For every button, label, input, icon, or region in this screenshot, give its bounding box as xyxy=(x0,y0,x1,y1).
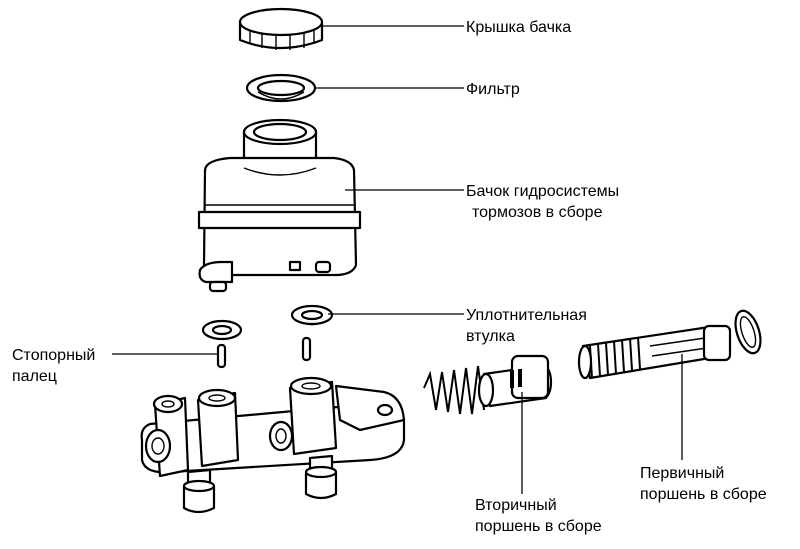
label-pin-line1: Стопорный xyxy=(12,347,95,364)
label-filter: Фильтр xyxy=(466,81,520,98)
secondary-piston-assembly xyxy=(423,354,553,415)
label-primary-line2: поршень в сборе xyxy=(640,486,767,503)
label-reservoir-line1: Бачок гидросистемы xyxy=(466,183,619,200)
label-reservoir-line2: тормозов в сборе xyxy=(472,204,603,221)
snap-ring xyxy=(734,309,762,355)
filter xyxy=(245,73,317,103)
brake-fluid-reservoir xyxy=(197,118,362,293)
master-cylinder-body xyxy=(140,376,406,514)
stop-pin-left xyxy=(216,343,227,369)
leader-lines xyxy=(112,25,683,494)
seal-bushing-right xyxy=(290,304,334,326)
label-secondary-line2: поршень в сборе xyxy=(475,518,602,535)
label-seal-line2: втулка xyxy=(466,328,515,345)
label-secondary-line1: Вторичный xyxy=(475,497,557,514)
label-pin-line2: палец xyxy=(12,368,57,385)
primary-piston-assembly xyxy=(577,324,732,380)
label-seal-line1: Уплотнительная xyxy=(466,307,587,324)
label-primary-line1: Первичный xyxy=(640,465,724,482)
label-cap: Крышка бачка xyxy=(466,19,571,36)
seal-bushing-left xyxy=(201,319,243,341)
reservoir-cap xyxy=(238,7,324,50)
stop-pin-right xyxy=(301,336,312,362)
